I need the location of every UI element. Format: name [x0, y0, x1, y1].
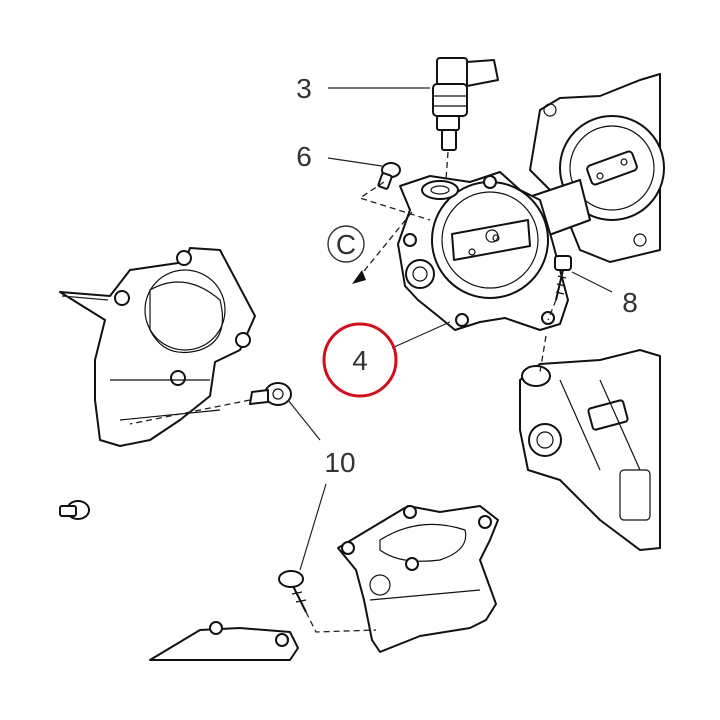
- callout-4-label: 4: [352, 345, 368, 376]
- screw-lower-left: [59, 500, 90, 520]
- callout-3-label: 3: [296, 73, 312, 104]
- screw-small: [377, 162, 401, 190]
- throttle-body-rear: [529, 73, 665, 263]
- throttle-body-left: [59, 247, 256, 447]
- callout-c: C: [327, 225, 365, 263]
- throttle-body-bottom: [337, 505, 499, 653]
- callout-8-label: 8: [622, 287, 638, 318]
- assembly-dashed-lines: [129, 151, 557, 633]
- callout-6-label: 6: [296, 141, 312, 172]
- throttle-body-bottom-partial: [149, 621, 299, 661]
- callout-c-label: C: [336, 229, 356, 260]
- throttle-actuator: [519, 349, 661, 551]
- throttle-body-front: [397, 171, 569, 331]
- leader-lines: [61, 87, 613, 571]
- bolt-10: [249, 382, 292, 406]
- bolt-bottom: [278, 570, 307, 613]
- fuel-injector: [432, 57, 499, 151]
- highlight-ring: [322, 322, 398, 398]
- screw-8: [554, 255, 572, 301]
- callout-10-label: 10: [324, 447, 355, 478]
- direction-arrow-icon: [352, 270, 366, 284]
